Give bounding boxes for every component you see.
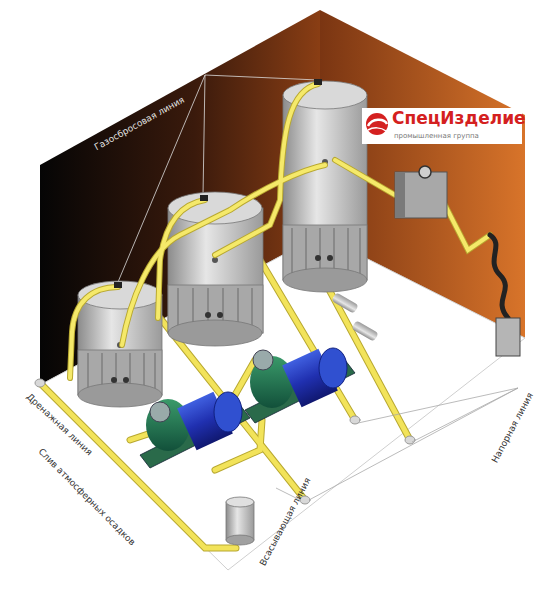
pump-left	[140, 392, 250, 468]
pump-right	[245, 348, 355, 423]
leader-lines-floor	[276, 388, 518, 500]
logo-subtitle: промышленная группа	[394, 132, 479, 141]
suction-filter	[226, 497, 254, 545]
logo-text: СпецИзделие	[392, 107, 526, 129]
wall-cylinders	[331, 292, 379, 342]
floor-pipes	[35, 245, 415, 548]
line-label: Напорная линия	[489, 390, 536, 464]
tank-tall	[283, 81, 367, 292]
control-unit	[395, 166, 520, 356]
